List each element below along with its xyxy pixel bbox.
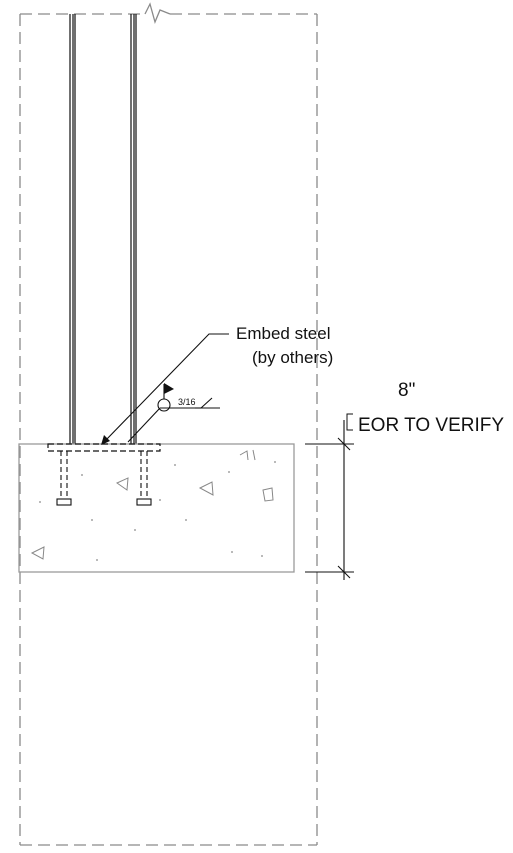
concrete-slab — [18, 443, 295, 573]
concrete-stipple — [39, 461, 276, 561]
weld-symbol — [127, 384, 220, 443]
column-outline — [19, 13, 318, 846]
dimension-line — [305, 413, 354, 580]
flag-icon — [164, 383, 174, 394]
dimension-value: 8" — [398, 380, 415, 401]
embed-leader-arrowhead — [101, 435, 110, 445]
embed-leader — [104, 333, 229, 442]
dimension-note: EOR TO VERIFY — [358, 415, 504, 436]
embed-plate — [47, 443, 161, 452]
concrete-aggregate — [30, 449, 274, 560]
break-symbol — [144, 2, 171, 24]
headed-stud-left — [56, 451, 72, 506]
headed-stud-right — [136, 451, 152, 506]
embed-label-line2: (by others) — [252, 348, 333, 367]
embed-label-line1: Embed steel — [236, 324, 331, 343]
weld-size-label: 3/16 — [178, 397, 196, 407]
steel-post — [69, 14, 137, 444]
